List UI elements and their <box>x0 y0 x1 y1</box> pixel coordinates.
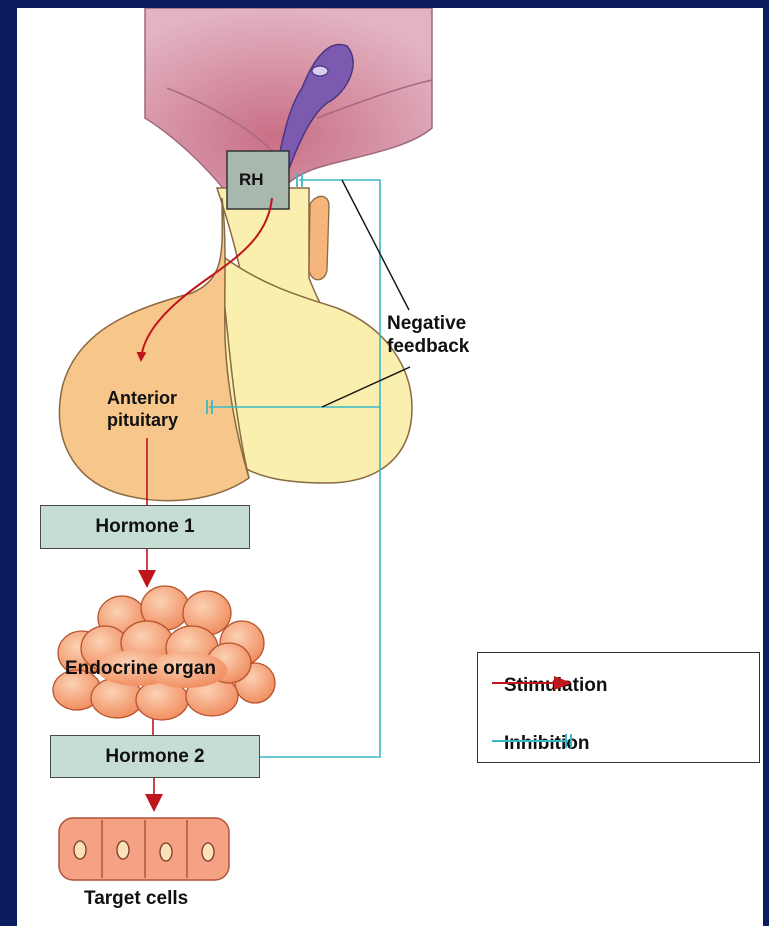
diagram-artwork <box>17 8 763 926</box>
stalk-vessel <box>309 196 329 279</box>
target-cells-label: Target cells <box>84 888 188 910</box>
anterior-pituitary-label-line2: pituitary <box>107 410 178 431</box>
endocrine-organ <box>53 586 275 720</box>
hormone2-stimulation-arrow <box>145 778 163 812</box>
rh-label: RH <box>239 170 264 190</box>
legend-inhibition-row: Inhibition <box>490 733 589 755</box>
target-cells <box>59 818 229 880</box>
anterior-pituitary <box>59 198 249 501</box>
legend: Stimulation Inhibition <box>477 652 760 763</box>
negative-feedback-label-line2: feedback <box>387 336 469 358</box>
endocrine-organ-label: Endocrine organ <box>65 658 216 680</box>
posterior-pituitary <box>222 258 412 483</box>
legend-stimulation-row: Stimulation <box>490 675 607 697</box>
inhibition-tee-icon <box>490 733 574 749</box>
anterior-pituitary-label-line1: Anterior <box>107 388 177 409</box>
hormone1-stimulation-arrow <box>138 549 156 588</box>
stimulation-arrow-icon <box>490 675 574 691</box>
hormone1-box: Hormone 1 <box>40 505 250 549</box>
diagram-panel: RH Anterior pituitary Negative feedback … <box>17 8 763 926</box>
hormone2-box: Hormone 2 <box>50 735 260 778</box>
negative-feedback-label-line1: Negative <box>387 313 466 335</box>
